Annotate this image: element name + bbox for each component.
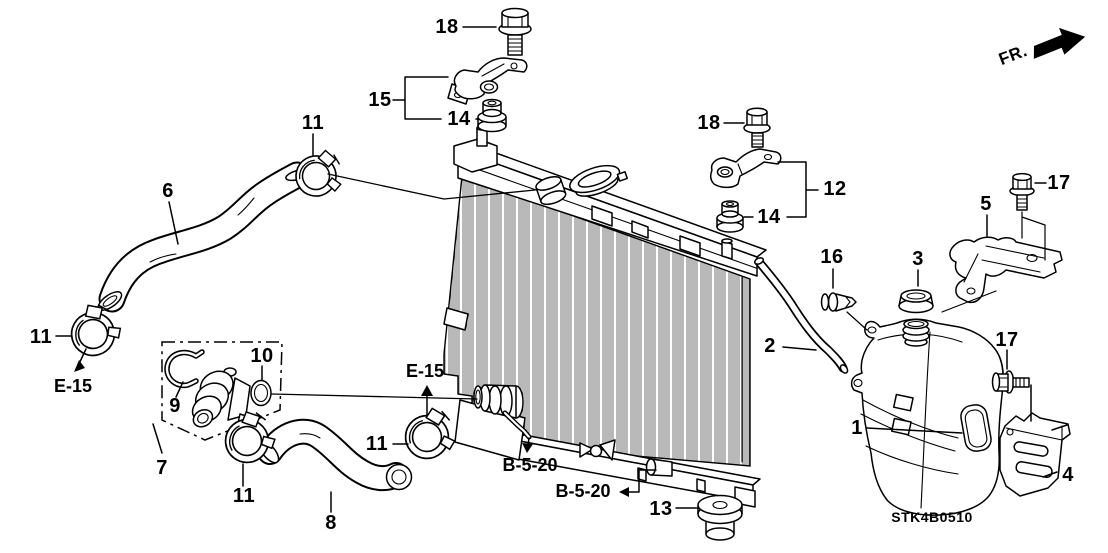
spring-clip-9 — [164, 349, 205, 389]
rubber-mount-14-left — [477, 98, 507, 133]
ref-e15-center: E-15 — [405, 361, 445, 381]
callout-3: 3 — [912, 248, 924, 270]
rail-tab — [591, 205, 613, 227]
radiator-filler-cap — [569, 164, 628, 197]
callout-12: 12 — [823, 178, 847, 200]
push-clip-16 — [820, 292, 857, 312]
callout-4: 4 — [1062, 464, 1074, 486]
radiator-corner-block — [453, 138, 498, 173]
callout-13: 13 — [649, 498, 673, 520]
tank-lower-bracket-4 — [999, 412, 1071, 497]
rail-tab — [679, 235, 701, 257]
callout-8: 8 — [325, 512, 337, 534]
callout-9: 9 — [169, 395, 181, 417]
radiator-outlet-nozzle — [473, 384, 524, 419]
rubber-mount-13 — [697, 494, 743, 541]
callout-14-right: 14 — [757, 206, 781, 228]
callout-14-left: 14 — [447, 108, 471, 130]
leader-lines — [55, 26, 1068, 513]
rubber-mount-14-right — [716, 200, 744, 233]
callout-10: 10 — [250, 345, 274, 367]
rail-tab — [631, 220, 649, 239]
bolt-17-bottom — [991, 370, 1030, 394]
callout-6: 6 — [162, 180, 174, 202]
callout-17-bottom: 17 — [995, 329, 1019, 351]
bolt-18-right — [743, 107, 771, 148]
callout-15: 15 — [368, 89, 392, 111]
radiator-inlet-neck — [535, 175, 567, 206]
callout-18-right: 18 — [697, 112, 721, 134]
callout-11-bottom: 11 — [232, 485, 256, 507]
hose-clamp-11-mid — [403, 405, 458, 462]
callout-2: 2 — [764, 335, 776, 357]
bracket-12 — [709, 148, 782, 189]
drain-plug-wing — [579, 442, 594, 458]
part-code: STK4B0510 — [891, 509, 973, 525]
callout-7: 7 — [156, 457, 168, 479]
radiator-side-clip — [443, 307, 469, 331]
callout-16: 16 — [820, 246, 844, 268]
drain-plug-wing — [599, 439, 616, 461]
callout-11-mid: 11 — [365, 433, 389, 455]
tank-handle — [960, 404, 992, 452]
tank-filler-neck — [902, 318, 930, 347]
callout-1: 1 — [851, 417, 863, 439]
callout-18-left: 18 — [435, 16, 459, 38]
leader-arrowheads — [74, 360, 629, 497]
callout-17-top: 17 — [1047, 172, 1071, 194]
ref-b520-right: B-5-20 — [555, 481, 611, 501]
ref-e15-left: E-15 — [53, 376, 93, 396]
tank-cap-3 — [898, 289, 934, 314]
callout-5: 5 — [980, 193, 992, 215]
ref-b520-center: B-5-20 — [502, 455, 558, 475]
bolt-17-top — [1009, 172, 1035, 211]
fr-direction-arrow-icon — [1033, 27, 1086, 59]
bracket-15 — [447, 57, 528, 105]
radiator — [443, 125, 767, 508]
bolt-18-left — [498, 7, 532, 56]
upper-radiator-hose-6 — [97, 161, 311, 313]
callout-11-top: 11 — [301, 112, 325, 134]
lower-radiator-hose-8 — [257, 418, 413, 492]
tank-bracket-5 — [949, 236, 1063, 304]
overflow-hose-2 — [754, 257, 849, 374]
hose-clamp-11-top — [290, 144, 349, 203]
o-ring-10 — [250, 379, 272, 407]
drain-plug — [589, 444, 603, 458]
callout-11-left: 11 — [29, 326, 53, 348]
reserve-tank-1 — [850, 318, 1004, 516]
